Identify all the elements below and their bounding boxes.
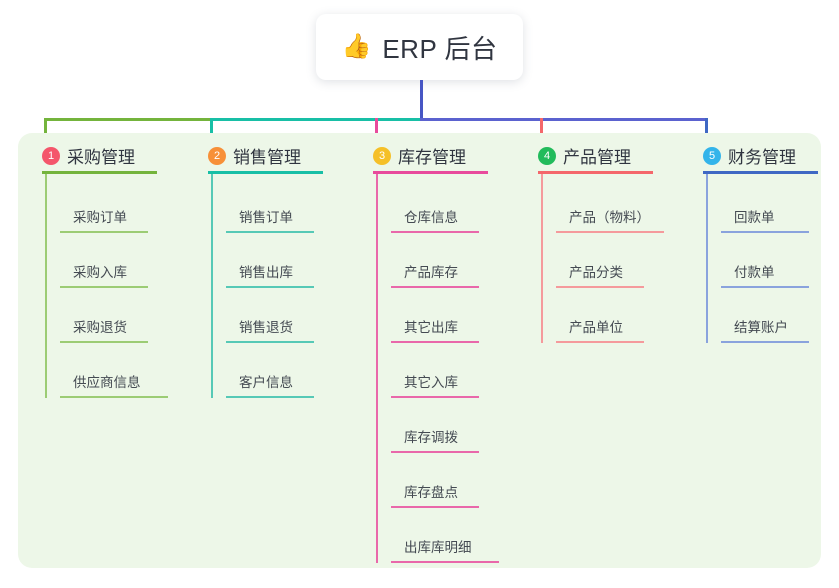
bus-segment-green — [44, 118, 210, 121]
leaf-item-label: 付款单 — [734, 265, 775, 280]
leaf-item-label: 采购订单 — [73, 210, 127, 225]
leaf-item-underline — [391, 451, 479, 453]
leaf-item-label: 产品分类 — [569, 265, 623, 280]
leaf-item-label: 产品库存 — [404, 265, 458, 280]
leaf-item-label: 出库库明细 — [404, 540, 472, 555]
leaf-item-underline — [226, 286, 314, 288]
leaf-item-underline — [391, 231, 479, 233]
leaf-item-label: 仓库信息 — [404, 210, 458, 225]
leaf-item-label: 其它出库 — [404, 320, 458, 335]
branch-badge-3: 3 — [373, 146, 391, 165]
leaf-item-underline — [226, 231, 314, 233]
leaf-item-label: 采购退货 — [73, 320, 127, 335]
branch-title-3: 库存管理 — [398, 148, 466, 167]
leaf-item-underline — [60, 286, 148, 288]
leaf-item-underline — [391, 396, 479, 398]
branch-header-1[interactable]: 1 采购管理 — [42, 143, 135, 168]
branches-panel: 1 采购管理采购订单采购入库采购退货供应商信息 2 销售管理销售订单销售出库销售退货客… — [18, 133, 821, 568]
branch-underline-5 — [703, 171, 818, 174]
branch-badge-5: 5 — [703, 146, 721, 165]
root-node-title: ERP 后台 — [382, 33, 498, 64]
leaf-item-underline — [721, 231, 809, 233]
branch-title-4: 产品管理 — [563, 148, 631, 167]
leaf-item-label: 采购入库 — [73, 265, 127, 280]
leaf-item-underline — [721, 341, 809, 343]
leaf-item-underline — [556, 231, 664, 233]
leaf-item-underline — [391, 561, 499, 563]
root-node-content: 👍 ERP 后台 — [341, 29, 497, 66]
root-node-card[interactable]: 👍 ERP 后台 — [316, 14, 523, 80]
leaf-item-underline — [721, 286, 809, 288]
leaf-item-underline — [391, 341, 479, 343]
branch-header-4[interactable]: 4 产品管理 — [538, 143, 631, 168]
branch-header-2[interactable]: 2 销售管理 — [208, 143, 301, 168]
leaf-item-underline — [556, 341, 644, 343]
leaf-item-underline — [60, 231, 148, 233]
leaf-item-underline — [60, 341, 148, 343]
root-stem — [420, 80, 423, 121]
leaf-item-underline — [226, 341, 314, 343]
branch-header-5[interactable]: 5 财务管理 — [703, 143, 796, 168]
branch-header-3[interactable]: 3 库存管理 — [373, 143, 466, 168]
leaf-item-underline — [391, 286, 479, 288]
bus-segment-teal — [210, 118, 420, 121]
leaf-item-label: 结算账户 — [734, 320, 788, 335]
leaf-item-label: 销售出库 — [239, 265, 293, 280]
leaf-item-underline — [556, 286, 644, 288]
leaf-item-underline — [60, 396, 168, 398]
leaf-item-label: 销售退货 — [239, 320, 293, 335]
branch-spine-4 — [541, 174, 543, 343]
branch-underline-4 — [538, 171, 653, 174]
branch-spine-1 — [45, 174, 47, 398]
leaf-item-label: 销售订单 — [239, 210, 293, 225]
leaf-item-underline — [226, 396, 314, 398]
branch-underline-1 — [42, 171, 157, 174]
branch-spine-2 — [211, 174, 213, 398]
leaf-item-label: 库存调拨 — [404, 430, 458, 445]
leaf-item-label: 回款单 — [734, 210, 775, 225]
branch-badge-1: 1 — [42, 146, 60, 165]
branch-spine-5 — [706, 174, 708, 343]
leaf-item-underline — [391, 506, 479, 508]
bus-segment-blue — [420, 118, 708, 121]
leaf-item-label: 产品单位 — [569, 320, 623, 335]
branch-title-5: 财务管理 — [728, 148, 796, 167]
branch-badge-4: 4 — [538, 146, 556, 165]
leaf-item-label: 产品（物料） — [569, 210, 650, 225]
thumbs-up-icon: 👍 — [341, 33, 372, 60]
leaf-item-label: 其它入库 — [404, 375, 458, 390]
leaf-item-label: 供应商信息 — [73, 375, 141, 390]
leaf-item-label: 库存盘点 — [404, 485, 458, 500]
branch-underline-2 — [208, 171, 323, 174]
branch-title-1: 采购管理 — [67, 148, 135, 167]
branch-underline-3 — [373, 171, 488, 174]
branch-badge-2: 2 — [208, 146, 226, 165]
branch-spine-3 — [376, 174, 378, 563]
branch-title-2: 销售管理 — [233, 148, 301, 167]
leaf-item-label: 客户信息 — [239, 375, 293, 390]
